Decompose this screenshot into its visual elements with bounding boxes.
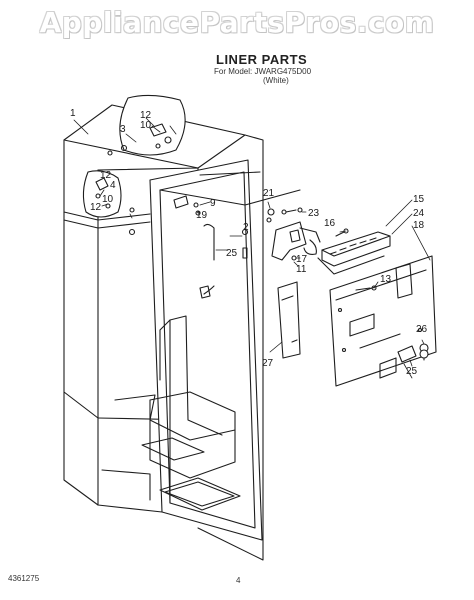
callout-2: 2 — [243, 222, 249, 233]
callout-17: 11 — [296, 264, 307, 275]
callout-26: 25 — [406, 366, 418, 377]
callout-11: 25 — [226, 248, 238, 259]
callout-10-top: 10 — [140, 120, 152, 131]
callout-27: 26 — [416, 324, 428, 335]
callout-9: 9 — [210, 198, 216, 209]
diagram-title: LINER PARTS — [216, 52, 308, 67]
callout-13: 27 — [262, 358, 274, 369]
model-line: For Model: JWARG475D00 — [214, 67, 312, 76]
callout-21: 23 — [308, 208, 320, 219]
callout-labels: 1 3 12 10 12 4 10 12 2 9 19 21 23 15 24 … — [70, 108, 428, 377]
watermark-logo: AppliancePartsPros.com — [39, 6, 435, 39]
callout-12-left: 12 — [100, 170, 112, 181]
callout-12-top: 12 — [140, 110, 152, 121]
callout-24: 18 — [413, 220, 425, 231]
document-code: 4361275 — [8, 574, 40, 583]
page-number: 4 — [236, 576, 241, 585]
callout-3: 3 — [120, 124, 126, 135]
callout-1: 1 — [70, 108, 76, 119]
callout-12-frame: 19 — [196, 210, 208, 221]
callout-18: 16 — [324, 218, 336, 229]
callout-16: 17 — [296, 254, 308, 265]
callout-4: 4 — [110, 180, 116, 191]
callout-19: 21 — [263, 188, 275, 199]
callout-25-upper: 13 — [380, 274, 392, 285]
callout-15: 24 — [413, 208, 425, 219]
color-line: (White) — [263, 76, 289, 85]
callout-23: 15 — [413, 194, 425, 205]
callout-12-bottom: 12 — [90, 202, 102, 213]
callout-10-left: 10 — [102, 194, 114, 205]
